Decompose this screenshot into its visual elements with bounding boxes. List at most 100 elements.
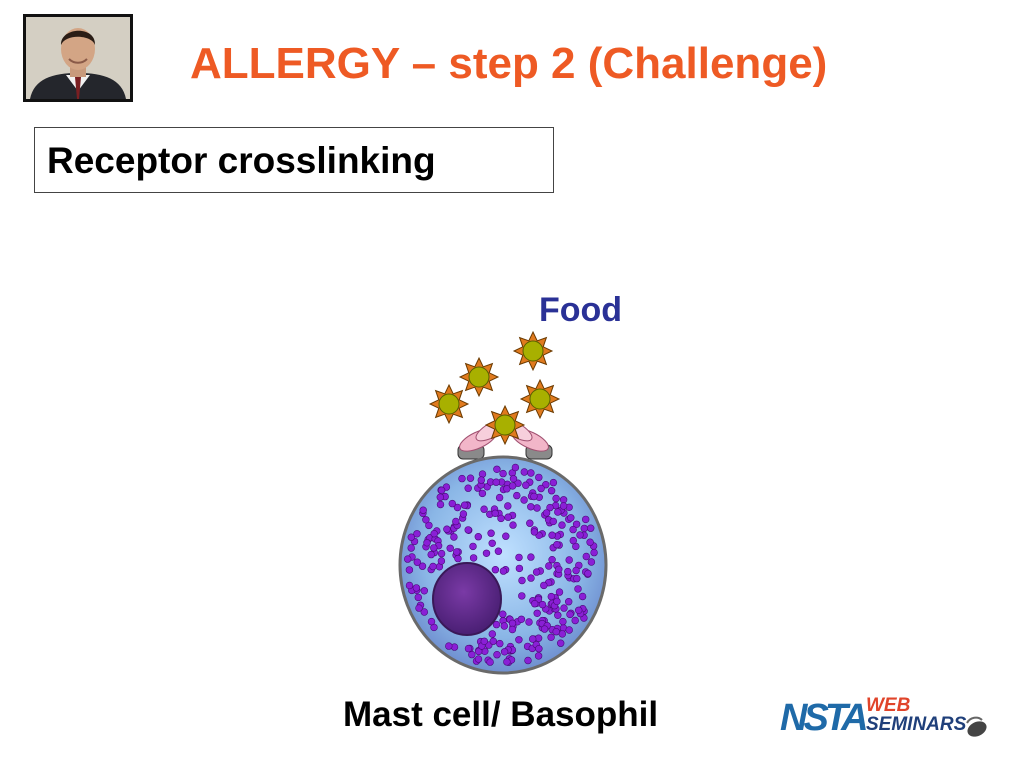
granule — [497, 514, 505, 523]
granule — [477, 476, 485, 484]
granule — [427, 617, 436, 626]
granule — [508, 619, 517, 627]
granule — [480, 637, 488, 645]
granule — [515, 564, 524, 573]
granule — [590, 548, 598, 557]
granule — [420, 587, 428, 595]
granule — [469, 542, 477, 551]
cell-label: Mast cell/ Basophil — [343, 695, 659, 734]
granule — [527, 574, 535, 582]
granule — [446, 544, 454, 552]
granule — [572, 566, 580, 575]
granule — [558, 630, 566, 638]
granule — [553, 597, 561, 606]
granule — [487, 529, 495, 537]
granule — [540, 625, 549, 633]
granule — [553, 540, 561, 549]
food-allergen-particle — [428, 383, 470, 425]
granule — [460, 501, 469, 509]
granule — [586, 524, 595, 532]
granule — [488, 630, 496, 638]
granule — [503, 485, 511, 493]
logo-line2-text: SEMINARS — [866, 714, 967, 735]
logo-org-text: NSTA — [780, 697, 869, 739]
granule — [547, 633, 555, 641]
granule — [420, 608, 428, 616]
nsta-web-seminars-logo: NSTA WEB SEMINARS — [778, 693, 993, 745]
granule — [419, 506, 427, 514]
granule — [404, 555, 412, 563]
granule — [535, 473, 543, 482]
granule — [430, 544, 438, 552]
granule — [555, 588, 564, 596]
granule — [504, 502, 512, 510]
granule — [518, 592, 526, 600]
granule — [427, 550, 435, 559]
granule — [413, 530, 421, 538]
granule — [488, 539, 496, 547]
granule — [513, 491, 521, 500]
granule — [491, 565, 500, 574]
granule — [478, 470, 487, 478]
granule — [508, 482, 517, 490]
granule — [436, 500, 445, 509]
granule — [415, 604, 423, 612]
granule — [576, 531, 584, 539]
granule — [458, 474, 466, 483]
granule — [528, 635, 537, 643]
food-allergen-particle — [512, 330, 554, 372]
granule — [515, 553, 523, 562]
granule — [518, 576, 526, 585]
granule — [569, 525, 577, 534]
granule — [520, 468, 528, 476]
granule — [503, 658, 511, 666]
food-allergen-particle — [484, 404, 526, 446]
logo-line1-text: WEB — [866, 695, 911, 716]
granule — [587, 558, 596, 566]
granule — [564, 597, 573, 606]
granule — [486, 658, 494, 666]
granule — [478, 489, 487, 498]
granule — [492, 620, 501, 629]
granule — [535, 644, 543, 653]
granule — [437, 557, 446, 565]
granule — [452, 517, 460, 526]
granule — [430, 529, 438, 538]
granule — [581, 515, 590, 524]
granule — [559, 617, 567, 626]
granule — [548, 531, 556, 539]
granule — [509, 475, 518, 483]
granule — [491, 509, 499, 517]
granule — [509, 521, 517, 529]
granule — [582, 552, 590, 561]
granule — [546, 503, 554, 512]
granule — [522, 481, 530, 489]
granule — [405, 581, 414, 590]
granule — [547, 487, 556, 495]
granule — [527, 503, 535, 511]
granule — [533, 609, 541, 617]
granule — [584, 569, 592, 578]
granule — [559, 502, 568, 510]
granule — [537, 484, 545, 493]
cell-nucleus — [432, 562, 502, 636]
granule — [549, 517, 557, 526]
granule — [566, 610, 574, 619]
granule — [493, 465, 501, 473]
granule — [560, 604, 568, 612]
granule — [437, 486, 446, 494]
granule — [450, 533, 458, 541]
granule — [489, 637, 497, 645]
granule — [533, 504, 541, 512]
granule — [425, 521, 433, 530]
granule — [454, 554, 462, 563]
granule — [423, 539, 431, 547]
granule — [556, 639, 565, 647]
granule — [547, 592, 555, 601]
presenter-portrait-icon — [26, 17, 130, 99]
granule — [530, 492, 538, 501]
granule — [565, 556, 573, 564]
granule — [492, 478, 500, 486]
granule — [530, 528, 539, 536]
granule — [407, 533, 415, 541]
